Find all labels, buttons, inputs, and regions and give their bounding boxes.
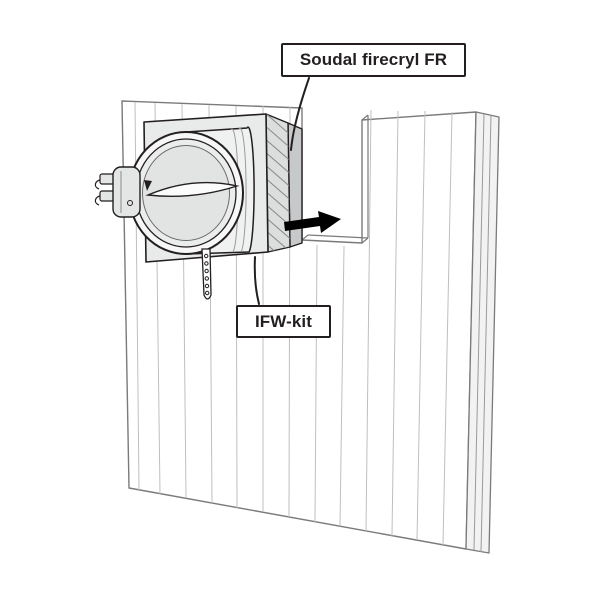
leader-line-sealant xyxy=(290,77,310,151)
fire-damper-duct xyxy=(128,126,255,255)
notch-cut-faces xyxy=(301,114,369,244)
strap-hole xyxy=(204,276,210,281)
callout-sealant: Soudal firecryl FR xyxy=(281,43,466,77)
leader-line-kit xyxy=(253,256,260,305)
duct-ridge-2 xyxy=(238,127,247,253)
strap-hole xyxy=(204,283,210,289)
blade-rotation-arrow xyxy=(144,180,152,191)
airflow-arrow xyxy=(284,211,341,233)
strap-hole xyxy=(204,253,209,259)
wall-edge-layer-lines xyxy=(473,113,492,553)
callout-kit: IFW-kit xyxy=(236,305,331,338)
callout-kit-label: IFW-kit xyxy=(254,311,312,331)
callout-sealant-label: Soudal firecryl FR xyxy=(299,50,448,69)
damper-handle xyxy=(94,166,141,218)
perforated-strap xyxy=(201,248,212,300)
ifw-kit-assembly xyxy=(94,113,303,300)
strap-hole xyxy=(205,290,210,296)
handle-body xyxy=(112,166,141,218)
board-edge-hatch-lines xyxy=(266,114,290,252)
strap-hole xyxy=(204,261,209,266)
strap-hole xyxy=(204,268,209,274)
handle-pivot xyxy=(127,200,133,206)
damper-blade xyxy=(145,181,240,197)
